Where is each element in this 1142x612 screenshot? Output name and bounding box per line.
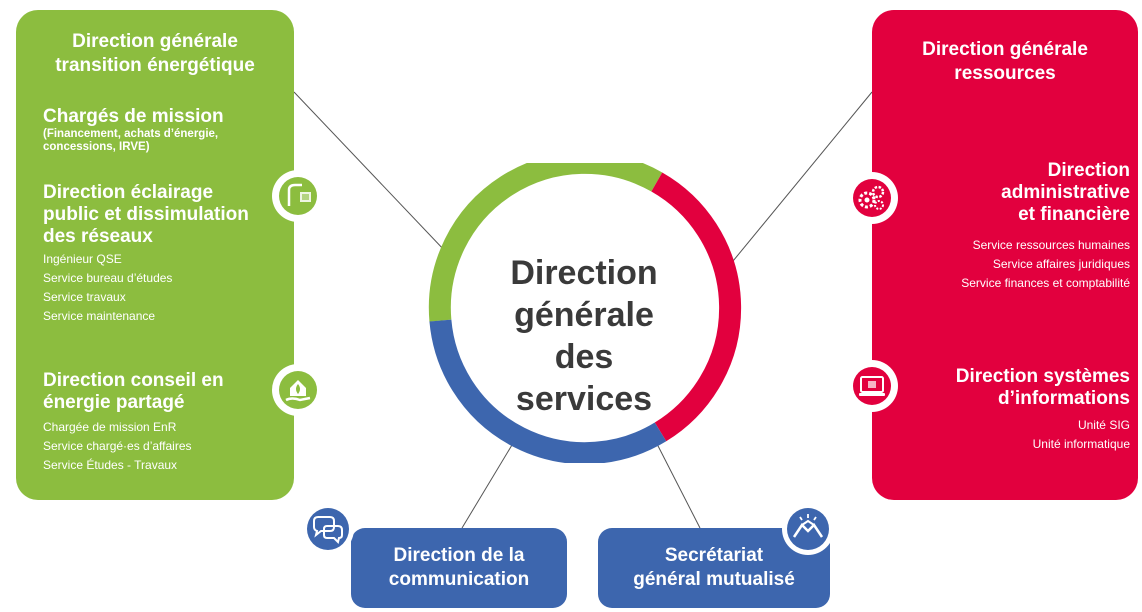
list-item: Service ressources humaines: [972, 238, 1130, 252]
section-eclairage-title-line2: public et dissimulation: [43, 204, 249, 225]
box-secretariat-line2: général mutualisé: [633, 569, 795, 590]
section-eclairage: Direction éclairage public et dissimulat…: [43, 182, 249, 326]
connector-red: [723, 91, 873, 273]
panel-title-green-line1: Direction générale: [72, 31, 238, 52]
box-communication-line1: Direction de la: [393, 545, 525, 566]
section-si-title-line2: d’informations: [998, 388, 1130, 409]
panel-title-red-line2: ressources: [954, 63, 1056, 84]
section-si-title-line1: Direction systèmes: [955, 366, 1130, 387]
list-item: Service affaires juridiques: [992, 257, 1130, 271]
section-si-title: Direction systèmes d’informations: [956, 366, 1130, 410]
box-communication-line2: communication: [388, 569, 530, 590]
list-item: Ingénieur QSE: [43, 252, 122, 266]
list-item: Service maintenance: [43, 309, 156, 323]
ring-segment-blue: [429, 319, 667, 463]
section-eclairage-title: Direction éclairage public et dissimulat…: [43, 182, 249, 248]
panel-title-red-line1: Direction générale: [922, 39, 1088, 60]
center-title-line1: Direction: [510, 254, 658, 292]
section-conseil-title: Direction conseil en énergie partagé: [43, 370, 224, 414]
ring-segment-green: [428, 163, 663, 322]
list-item: Unité informatique: [1032, 437, 1130, 451]
list-item: Service travaux: [43, 290, 126, 304]
section-eclairage-title-line1: Direction éclairage: [43, 182, 214, 203]
section-administrative-title-line3: et financière: [1018, 204, 1130, 225]
box-secretariat: Secrétariat général mutualisé: [598, 528, 830, 608]
section-administrative-title: Direction administrative et financière: [961, 160, 1130, 226]
list-item: Service finances et comptabilité: [961, 276, 1130, 290]
section-charges-title: Chargés de mission: [43, 106, 224, 127]
section-charges-detail-line2: concessions, IRVE): [43, 141, 150, 153]
section-charges-mission: Chargés de mission (Financement, achats …: [43, 106, 224, 154]
panel-ressources: Direction générale ressources Direction …: [872, 10, 1138, 500]
section-administrative-title-line2: administrative: [1001, 182, 1130, 203]
street-light-icon: [272, 170, 324, 222]
section-eclairage-items: Ingénieur QSE Service bureau d’études Se…: [43, 250, 249, 326]
panel-title-green-line2: transition énergétique: [55, 55, 255, 76]
panel-transition-energetique: Direction générale transition énergétiqu…: [16, 10, 294, 500]
chat-bubbles-icon: [302, 503, 354, 555]
section-conseil: Direction conseil en énergie partagé Cha…: [43, 370, 224, 475]
section-eclairage-title-line3: des réseaux: [43, 226, 153, 247]
center-title-line2: générale: [514, 296, 654, 334]
center-title-line3: des services: [515, 338, 653, 418]
section-conseil-title-line2: énergie partagé: [43, 392, 185, 413]
connector-communication: [461, 439, 516, 529]
list-item: Unité SIG: [1077, 418, 1130, 432]
section-charges-detail-line1: (Financement, achats d’énergie,: [43, 128, 219, 140]
section-systemes-informations: Direction systèmes d’informations Unité …: [956, 366, 1130, 454]
panel-title-red: Direction générale ressources: [872, 38, 1138, 86]
handshake-icon: [782, 503, 834, 555]
center-title: Direction générale des services: [484, 252, 684, 420]
box-communication: Direction de la communication: [351, 528, 567, 608]
hand-leaf-house-icon: [272, 364, 324, 416]
monitor-icon: [846, 360, 898, 412]
section-conseil-title-line1: Direction conseil en: [43, 370, 224, 391]
list-item: Service Études - Travaux: [43, 458, 178, 472]
connector-secretariat: [654, 439, 701, 529]
section-administrative-title-line1: Direction: [1047, 160, 1130, 181]
central-ring: [428, 163, 742, 463]
connector-green: [293, 91, 447, 253]
section-administrative: Direction administrative et financière S…: [961, 160, 1130, 293]
list-item: Chargée de mission EnR: [43, 420, 177, 434]
panel-title-green: Direction générale transition énergétiqu…: [16, 30, 294, 78]
ring-segment-red: [651, 172, 742, 442]
list-item: Service bureau d’études: [43, 271, 173, 285]
section-conseil-items: Chargée de mission EnR Service chargé·es…: [43, 418, 224, 475]
section-administrative-items: Service ressources humaines Service affa…: [961, 236, 1130, 293]
box-secretariat-line1: Secrétariat: [664, 545, 764, 566]
gears-icon: [846, 172, 898, 224]
list-item: Service chargé·es d’affaires: [43, 439, 192, 453]
section-si-items: Unité SIG Unité informatique: [956, 416, 1130, 454]
